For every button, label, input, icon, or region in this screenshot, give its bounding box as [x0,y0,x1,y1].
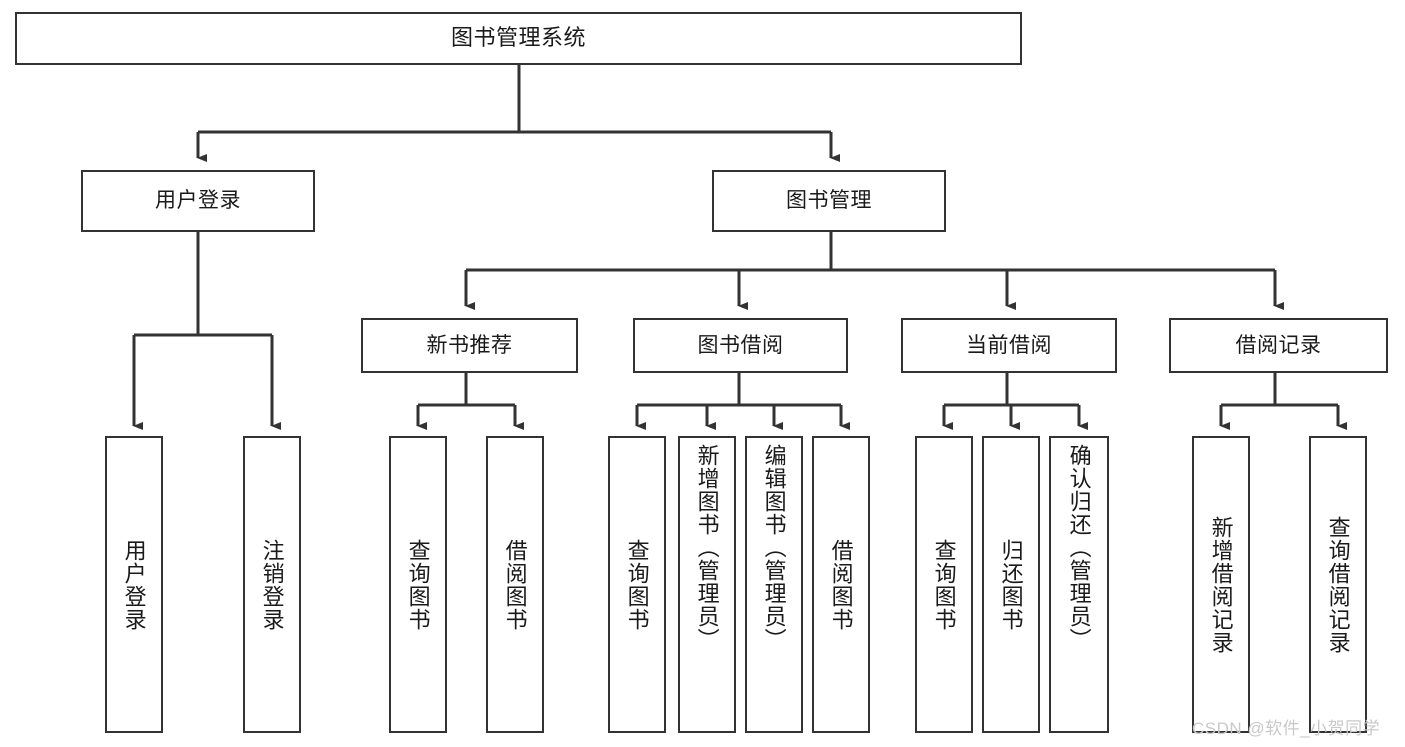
node-label: 新书推荐 [426,333,513,357]
node-leaf-edit-book[interactable]: 编辑图书（管理员） [745,436,803,733]
node-label: 用户登录 [155,189,241,213]
node-leaf-confirm-return[interactable]: 确认归还（管理员） [1049,436,1109,733]
node-leaf-add-borrow-record[interactable]: 新增借阅记录 [1192,436,1250,733]
node-label: 新增图书（管理员） [694,444,720,651]
node-label: 图书管理系统 [450,25,586,51]
node-leaf-logout-login[interactable]: 注销登录 [243,436,301,733]
node-book-management-system[interactable]: 图书管理系统 [15,12,1022,65]
node-book-borrow[interactable]: 图书借阅 [633,318,848,373]
node-label: 图书管理 [786,189,872,213]
node-label: 查询图书 [405,538,431,631]
node-leaf-query-book-1[interactable]: 查询图书 [389,436,447,733]
node-current-borrow[interactable]: 当前借阅 [901,318,1117,373]
node-label: 借阅记录 [1235,333,1322,357]
node-label: 查询图书 [931,538,957,631]
node-leaf-query-book-3[interactable]: 查询图书 [915,436,973,733]
csdn-watermark: CSDN @软件_小贺同学 [1192,719,1381,738]
node-label: 图书借阅 [697,333,784,357]
node-leaf-borrow-book-2[interactable]: 借阅图书 [812,436,870,733]
node-leaf-return-book[interactable]: 归还图书 [982,436,1040,733]
node-book-management[interactable]: 图书管理 [712,170,946,232]
node-label: 查询借阅记录 [1325,515,1351,654]
node-label: 编辑图书（管理员） [761,444,787,651]
node-label: 借阅图书 [502,538,528,631]
node-label: 注销登录 [259,538,285,631]
node-label: 用户登录 [121,538,147,631]
node-label: 借阅图书 [828,538,854,631]
node-label: 新增借阅记录 [1208,515,1234,654]
node-leaf-add-book[interactable]: 新增图书（管理员） [678,436,736,733]
node-leaf-query-book-2[interactable]: 查询图书 [608,436,666,733]
node-label: 确认归还（管理员） [1066,444,1092,651]
node-leaf-borrow-book-1[interactable]: 借阅图书 [486,436,544,733]
node-label: 归还图书 [998,538,1024,631]
node-borrow-record[interactable]: 借阅记录 [1169,318,1388,373]
node-label: 查询图书 [624,538,650,631]
node-user-login[interactable]: 用户登录 [81,170,315,232]
node-new-book-recommend[interactable]: 新书推荐 [361,318,578,373]
node-leaf-user-login[interactable]: 用户登录 [105,436,163,733]
node-leaf-query-borrow-record[interactable]: 查询借阅记录 [1309,436,1367,733]
node-label: 当前借阅 [966,333,1052,357]
